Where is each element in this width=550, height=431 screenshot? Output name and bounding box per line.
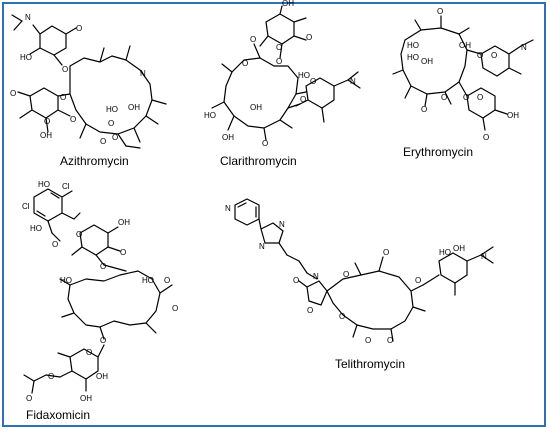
atom-label: HO	[142, 276, 154, 285]
atom-label: O	[415, 276, 421, 285]
atom-label: O	[86, 348, 92, 357]
atom-label: O	[343, 270, 349, 279]
telithromycin-structure: N N N O O O OH N HO O N O O O O	[225, 198, 494, 345]
atom-label: O	[365, 336, 371, 345]
atom-label: N	[313, 272, 319, 281]
clarithromycin-panel: OH O O O O O HO N O O OH HO OH O Clarith…	[200, 0, 380, 175]
atom-label: O	[52, 240, 58, 249]
atom-label: O	[307, 306, 313, 315]
atom-label: O	[112, 133, 118, 142]
atom-label: HO	[407, 41, 419, 50]
atom-label: O	[60, 93, 66, 102]
atom-label: O	[242, 59, 248, 68]
atom-label: O	[48, 372, 54, 381]
atom-label: OH	[282, 0, 294, 8]
atom-label: O	[463, 93, 469, 102]
atom-label: OH	[459, 41, 471, 50]
atom-label: O	[62, 65, 68, 74]
atom-label: O	[120, 248, 126, 257]
atom-label: N	[25, 13, 31, 22]
atom-label: N	[481, 252, 487, 261]
clarithromycin-label: Clarithromycin	[220, 154, 297, 168]
atom-label: O	[276, 43, 282, 52]
atom-label: O	[441, 93, 447, 102]
atom-label: N	[521, 43, 527, 52]
atom-label: OH	[40, 131, 52, 140]
atom-label: O	[172, 304, 178, 313]
atom-label: O	[477, 93, 483, 102]
atom-label: O	[108, 119, 114, 128]
atom-label: OH	[96, 372, 108, 381]
atom-label: O	[26, 394, 32, 403]
atom-label: HO	[298, 71, 310, 80]
erythromycin-label: Erythromycin	[403, 145, 474, 159]
atom-label: O	[100, 262, 106, 271]
atom-label: O	[300, 95, 306, 104]
atom-label: O	[276, 57, 282, 66]
atom-label: O	[76, 230, 82, 239]
erythromycin-structure: O OH HO N OH HO O O O O O O OH O	[392, 7, 534, 142]
atom-label: O	[310, 77, 316, 86]
atom-label: O	[383, 248, 389, 257]
atom-label: N	[140, 69, 146, 78]
atom-label: O	[70, 115, 76, 124]
atom-label: HO	[30, 224, 42, 233]
atom-label: N	[225, 204, 231, 213]
atom-label: OH	[250, 103, 262, 112]
atom-label: O	[477, 51, 483, 60]
atom-label: O	[421, 105, 427, 114]
atom-label: O	[44, 117, 50, 126]
atom-label: HO	[439, 248, 451, 257]
fidaxomicin-panel: HO Cl Cl HO O O OH O O HO O HO O O O O O…	[0, 175, 215, 425]
atom-label: HO	[407, 53, 419, 62]
atom-label: O	[339, 312, 345, 321]
atom-label: O	[437, 7, 443, 16]
erythromycin-panel: O OH HO N OH HO O O O O O O OH O Erythro…	[385, 0, 545, 165]
atom-label: O	[100, 137, 106, 146]
atom-label: Cl	[22, 202, 30, 211]
telithromycin-label: Telithromycin	[335, 357, 406, 371]
atom-label: O	[262, 139, 268, 148]
azithromycin-label: Azithromycin	[60, 154, 129, 168]
atom-label: O	[250, 35, 256, 44]
atom-label: O	[293, 276, 299, 285]
atom-label: OH	[421, 57, 433, 66]
telithromycin-panel: N N N O O O OH N HO O N O O O O Telithro…	[215, 195, 545, 375]
atom-label: O	[491, 51, 497, 60]
atom-label: N	[279, 220, 285, 229]
atom-label: O	[10, 89, 16, 98]
atom-label: N	[259, 242, 265, 251]
atom-label: O	[76, 24, 82, 33]
azithromycin-structure: N HO O O N O O OH O O OH HO O O O	[10, 13, 167, 149]
fidaxomicin-structure: HO Cl Cl HO O O OH O O HO O HO O O O O O…	[22, 180, 178, 403]
atom-label: HO	[106, 105, 118, 114]
atom-label: OH	[118, 218, 130, 227]
atom-label: O	[164, 276, 170, 285]
atom-label: O	[306, 33, 312, 42]
atom-label: OH	[453, 244, 465, 253]
atom-label: Cl	[62, 182, 70, 191]
atom-label: OH	[507, 111, 519, 120]
atom-label: OH	[222, 133, 234, 142]
fidaxomicin-label: Fidaxomicin	[26, 408, 91, 422]
figure-frame	[2, 2, 546, 427]
atom-label: OH	[128, 103, 140, 112]
azithromycin-panel: N HO O O N O O OH O O OH HO O O O Azithr…	[0, 0, 200, 175]
atom-label: N	[350, 77, 356, 86]
atom-label: HO	[60, 276, 72, 285]
clarithromycin-structure: OH O O O O O HO N O O OH HO OH O	[204, 0, 361, 148]
atom-label: OH	[80, 394, 92, 403]
atom-label: O	[100, 336, 106, 345]
atom-label: O	[483, 133, 489, 142]
atom-label: HO	[204, 111, 216, 120]
atom-label: HO	[20, 53, 32, 62]
atom-label: HO	[38, 180, 50, 189]
atom-label: O	[387, 336, 393, 345]
